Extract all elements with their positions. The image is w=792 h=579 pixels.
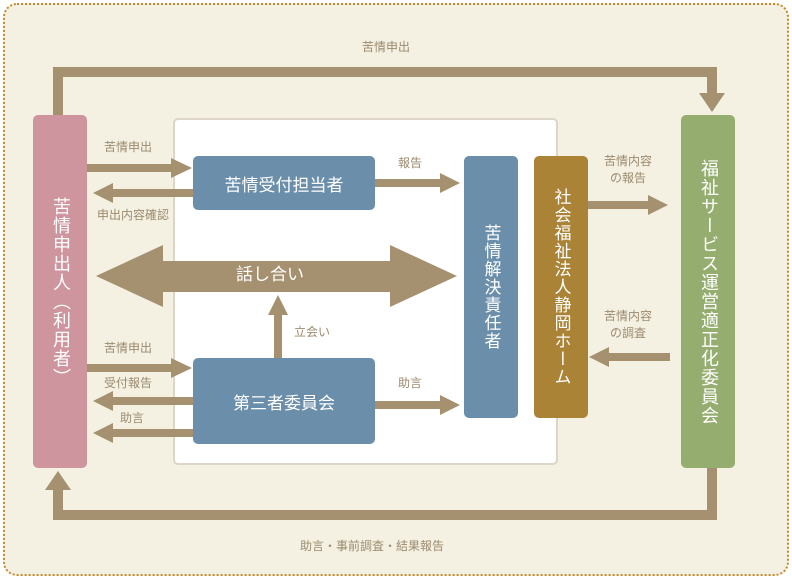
label-third-to-resolver: 助言 xyxy=(398,376,423,390)
label-third-advice: 助言 xyxy=(120,411,145,425)
node-committee: 福祉サービス運営適正化委員会 xyxy=(681,115,735,468)
node-third-party: 第三者委員会 xyxy=(193,358,375,444)
label-top: 苦情申出 xyxy=(362,40,411,54)
label-discussion: 話し合い xyxy=(236,265,304,285)
label-reception-to-resolver: 報告 xyxy=(398,156,423,170)
label-line: 苦情内容 xyxy=(603,154,652,168)
label-corp-to-committee: 苦情内容の報告 xyxy=(596,153,660,187)
arrow-third-to-user-report xyxy=(93,391,193,411)
arrow-committee-to-corp xyxy=(589,347,670,367)
arrow-bottom-loop xyxy=(45,468,717,520)
label-line: 苦情内容 xyxy=(603,309,652,323)
label-line: の報告 xyxy=(609,171,646,185)
arrow-discussion xyxy=(96,245,457,307)
node-reception: 苦情受付担当者 xyxy=(193,156,375,210)
label-user-to-reception: 苦情申出 xyxy=(104,140,153,154)
arrow-reception-to-user xyxy=(93,183,193,203)
label-reception-to-user: 申出内容確認 xyxy=(97,208,170,222)
arrow-reception-to-resolver xyxy=(375,173,460,193)
arrow-user-to-third xyxy=(87,358,192,378)
label-bottom: 助言・事前調査・結果報告 xyxy=(300,539,445,553)
arrow-attend xyxy=(268,295,288,358)
node-corporation: 社会福祉法人静岡ホーム xyxy=(534,156,588,418)
label-line: の調査 xyxy=(609,326,646,340)
arrow-third-to-user-advice xyxy=(93,423,193,443)
arrow-corp-to-committee xyxy=(588,195,668,215)
node-user: 苦情申出人（利用者） xyxy=(33,115,87,468)
arrow-user-to-reception xyxy=(87,158,192,178)
arrow-third-to-resolver xyxy=(375,395,460,415)
label-third-report: 受付報告 xyxy=(104,376,153,390)
label-attend: 立会い xyxy=(294,325,331,339)
label-committee-to-corp: 苦情内容の調査 xyxy=(596,308,660,342)
arrow-top-loop xyxy=(53,67,725,115)
label-user-to-third: 苦情申出 xyxy=(104,341,153,355)
node-resolver: 苦情解決責任者 xyxy=(464,156,518,418)
